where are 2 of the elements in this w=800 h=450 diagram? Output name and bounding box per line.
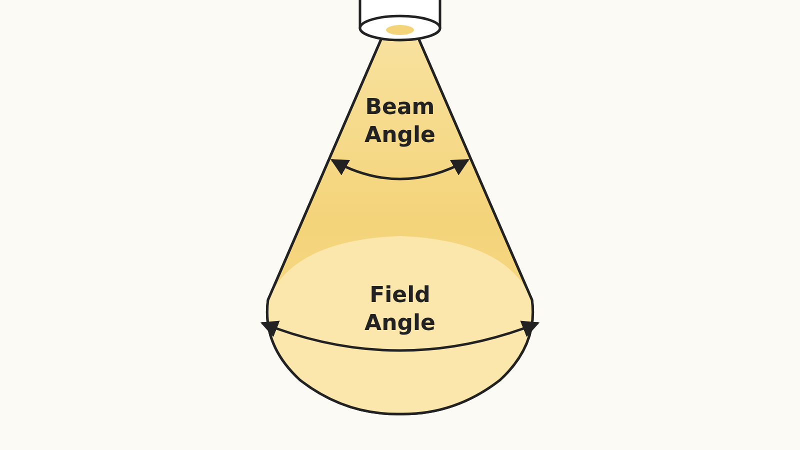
angle-label: Field Angle — [364, 282, 436, 338]
angle-label: Beam Angle — [364, 94, 436, 150]
